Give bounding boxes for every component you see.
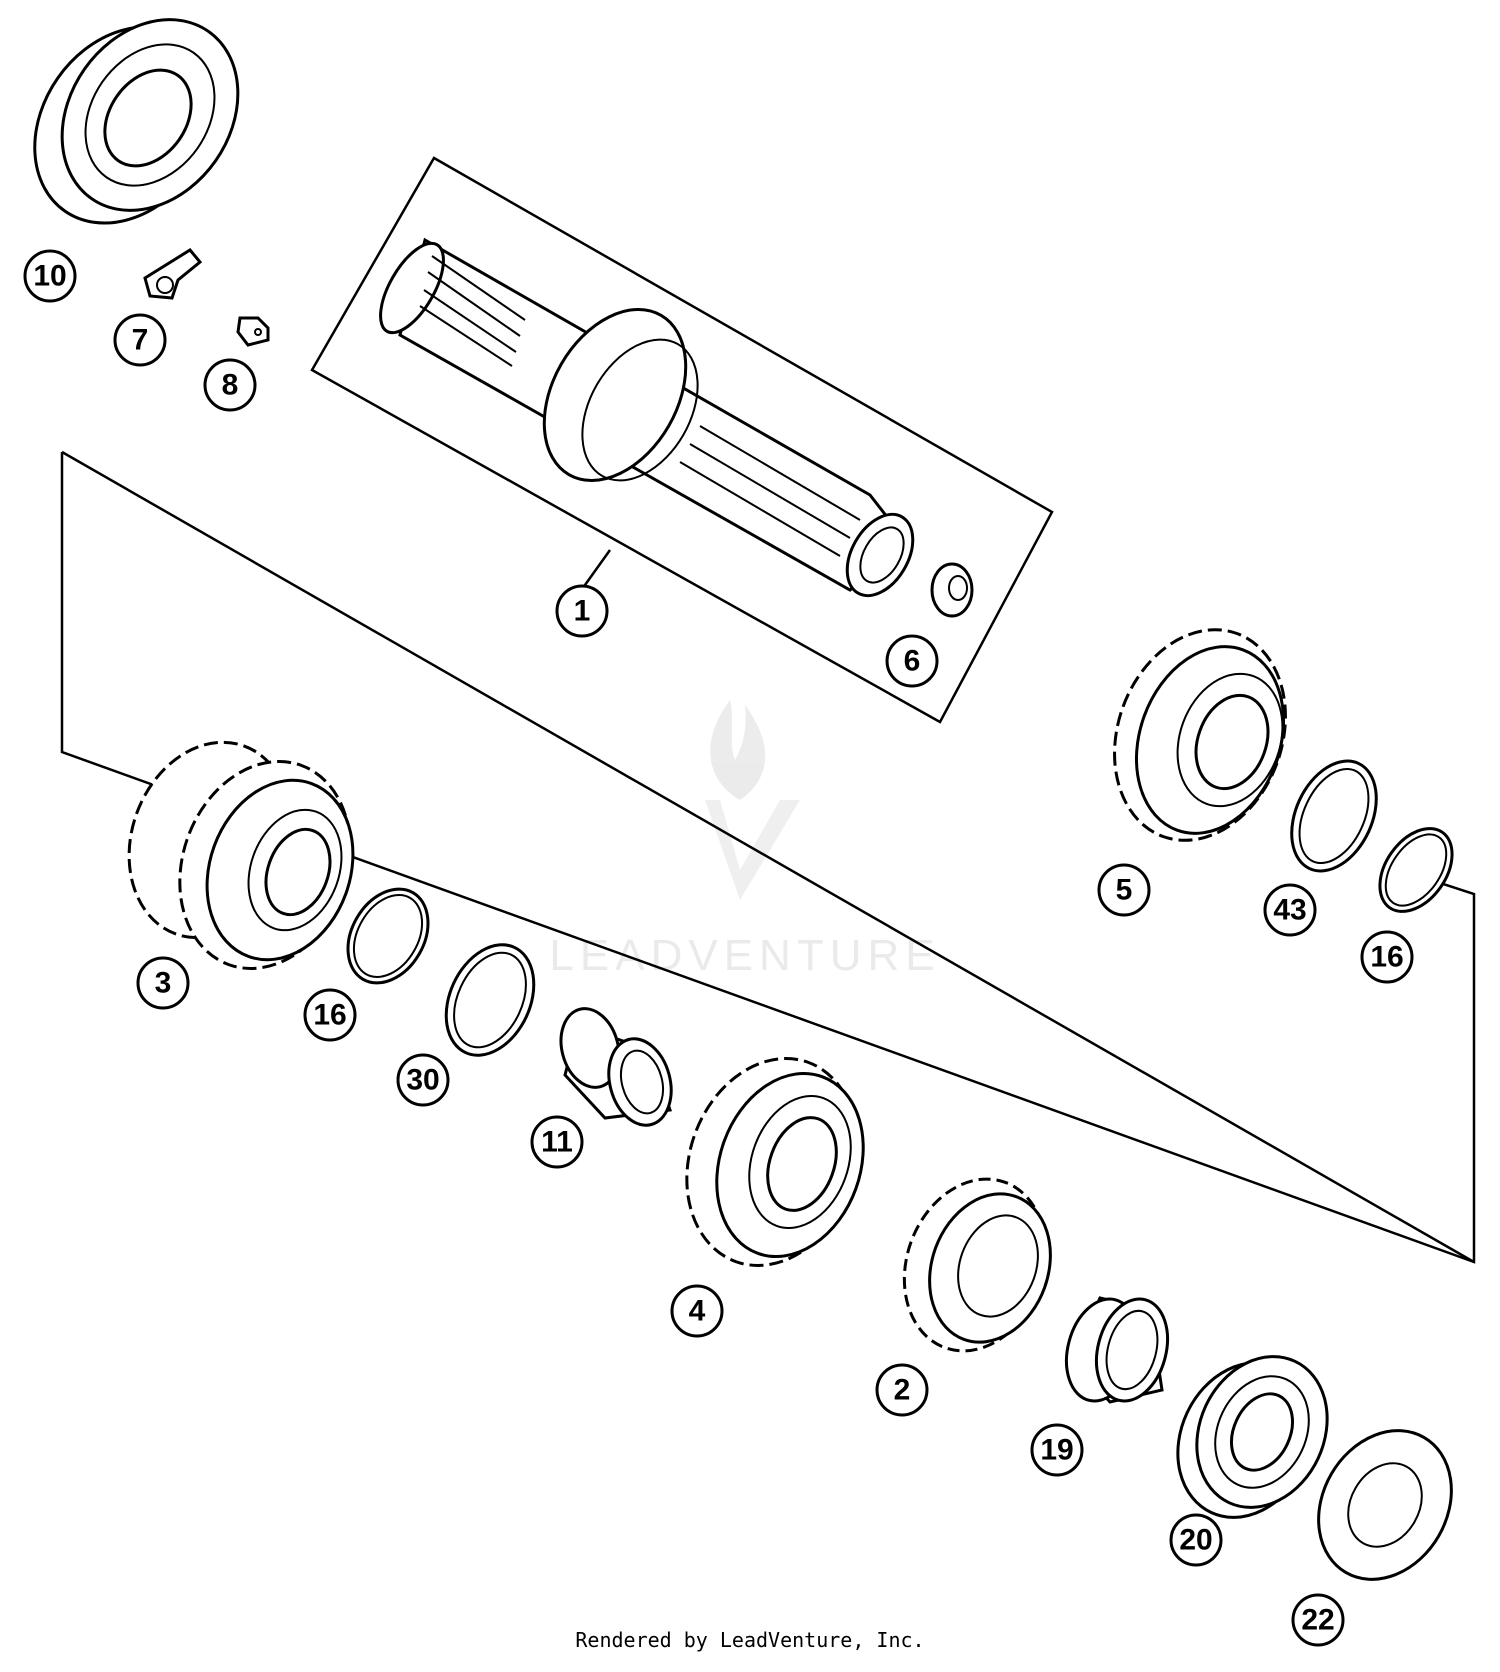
bearing-10 <box>33 18 240 225</box>
callout-20[interactable]: 20 <box>1169 1513 1223 1567</box>
callout-2[interactable]: 2 <box>875 1363 929 1417</box>
gear-3 <box>127 740 355 970</box>
callout-label: 1 <box>574 595 591 628</box>
shaft-outline-box <box>310 156 1054 724</box>
circlip-16-right <box>1378 827 1454 913</box>
needle-bearing-11 <box>559 1007 673 1127</box>
callout-label: 30 <box>406 1064 439 1097</box>
watermark-v-icon <box>705 800 800 900</box>
bushing-19 <box>1065 1296 1169 1404</box>
gear-5 <box>1113 628 1287 842</box>
callout-label: 22 <box>1301 1604 1334 1637</box>
callout-1[interactable]: 1 <box>555 584 609 638</box>
callout-label: 3 <box>155 967 172 1000</box>
thrust-washer-22-hole <box>1347 1462 1423 1548</box>
circlip-16-left <box>346 887 430 985</box>
callout-43[interactable]: 43 <box>1263 883 1317 937</box>
callout-label: 4 <box>689 1295 706 1328</box>
callout-label: 10 <box>33 260 66 293</box>
callout-19[interactable]: 19 <box>1030 1423 1084 1477</box>
callout-10[interactable]: 10 <box>23 249 77 303</box>
callout-label: 2 <box>894 1374 911 1407</box>
callout-7[interactable]: 7 <box>113 313 167 367</box>
circlip-16-left-inner <box>352 894 424 978</box>
bearing-20 <box>1176 1355 1329 1519</box>
needle-bearing-6 <box>930 562 974 618</box>
main-shaft-1 <box>379 237 915 598</box>
callout-16-right[interactable]: 16 <box>1360 930 1414 984</box>
callout-label: 7 <box>132 324 149 357</box>
callout-5[interactable]: 5 <box>1097 863 1151 917</box>
callout-label: 6 <box>904 645 921 678</box>
thrust-washer-22 <box>1317 1429 1453 1581</box>
gear-2 <box>902 1177 1052 1353</box>
callout-label: 16 <box>1370 941 1403 974</box>
gear-4 <box>685 1057 865 1267</box>
callout-label: 8 <box>222 369 239 402</box>
callout-6[interactable]: 6 <box>885 634 939 688</box>
rendered-by-credit: Rendered by LeadVenture, Inc. <box>575 1628 925 1652</box>
assembly-outline-top <box>61 450 1475 1264</box>
callout-4[interactable]: 4 <box>670 1284 724 1338</box>
callout-30[interactable]: 30 <box>396 1053 450 1107</box>
callout-label: 43 <box>1273 894 1306 927</box>
watermark-text: LEADVENTURE <box>549 931 940 980</box>
watermark: LEADVENTURE <box>549 700 940 980</box>
callout-label: 19 <box>1040 1434 1073 1467</box>
callout-3[interactable]: 3 <box>136 956 190 1010</box>
callout-22[interactable]: 22 <box>1291 1593 1345 1647</box>
washer-43 <box>1290 759 1378 873</box>
callout-16-left[interactable]: 16 <box>303 988 357 1042</box>
callout-label: 5 <box>1116 874 1133 907</box>
washer-30-inner <box>453 951 527 1049</box>
callout-label: 11 <box>541 1126 573 1159</box>
callout-label: 16 <box>313 999 346 1032</box>
washer-43-inner <box>1298 767 1370 865</box>
watermark-flame-icon <box>710 700 766 800</box>
washer-30 <box>444 943 536 1057</box>
screw-8 <box>236 316 270 347</box>
callout-11[interactable]: 11 <box>530 1115 584 1169</box>
circlip-16-right-inner <box>1384 833 1448 907</box>
lever-7 <box>143 248 203 300</box>
callout-8[interactable]: 8 <box>203 358 257 412</box>
callout-label: 20 <box>1179 1524 1212 1557</box>
